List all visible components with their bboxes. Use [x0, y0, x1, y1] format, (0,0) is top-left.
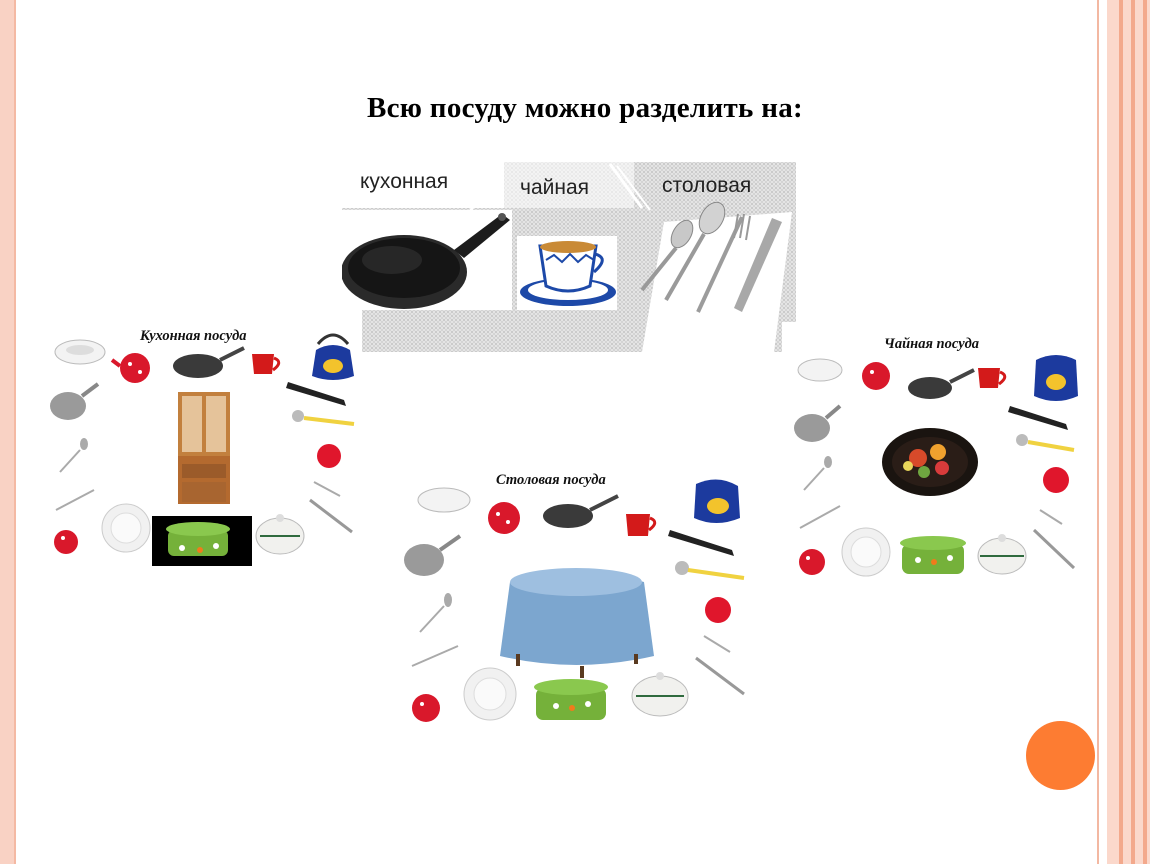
pan-icon: [173, 346, 245, 378]
right-frame-border: [1097, 0, 1150, 864]
knife-icon: [668, 530, 734, 556]
tableware-illustration: Столовая посуда: [400, 470, 750, 730]
saucepan-icon: [404, 534, 462, 576]
kitchen-cabinet-icon: [178, 392, 230, 504]
fork-icon: [799, 505, 841, 529]
blue-kettle-icon: [1034, 355, 1078, 401]
red-plate-icon: [1043, 467, 1069, 493]
slide-title: Всю посуду можно разделить на:: [366, 92, 804, 124]
ladle-icon: [292, 410, 355, 426]
frame-stripe: [1131, 0, 1135, 864]
knife-icon: [1008, 406, 1068, 430]
tableware-items: [404, 479, 745, 722]
spoon-icon: [419, 593, 452, 633]
fork-icon: [703, 635, 731, 653]
bowl-icon: [417, 487, 471, 513]
blue-kettle-icon: [312, 333, 354, 380]
tea-ware-items: [794, 355, 1078, 577]
saucepan-icon: [50, 382, 100, 420]
table-knife-icon: [695, 656, 745, 696]
painted-tray-icon: [882, 428, 978, 496]
red-plate-icon: [705, 597, 731, 623]
green-pot-icon: [534, 679, 608, 720]
category-label-kitchen: кухонная: [360, 170, 449, 193]
category-icons: [342, 201, 792, 352]
blue-kettle-icon: [694, 479, 740, 523]
fork-icon: [55, 489, 95, 511]
frying-pan-icon: [342, 210, 512, 310]
frame-stripe: [1119, 0, 1123, 864]
green-pot-icon: [900, 536, 966, 574]
tureen-icon: [977, 534, 1027, 575]
spoon-icon: [59, 438, 88, 473]
tureen-icon: [255, 514, 305, 555]
red-teapot-icon: [110, 353, 150, 383]
decorative-orange-circle: [1026, 721, 1095, 790]
categories-illustration: кухонная чайная столовая: [342, 162, 796, 352]
fork-icon: [1039, 509, 1063, 525]
red-teapot-icon: [862, 362, 890, 390]
fork-icon: [313, 481, 341, 497]
white-plate-icon: [101, 503, 151, 553]
sugar-bowl-icon: [799, 549, 825, 575]
white-plate-icon: [841, 527, 891, 577]
green-pot-icon: [152, 516, 252, 566]
category-label-table: столовая: [662, 174, 752, 197]
left-frame-border: [0, 0, 16, 864]
kitchen-ware-items: [50, 333, 355, 566]
tea-cup-icon: [517, 236, 617, 310]
ladle-icon: [675, 561, 745, 580]
red-plate-icon: [317, 444, 341, 468]
red-cup-icon: [626, 514, 657, 536]
ladle-icon: [1016, 434, 1075, 452]
pan-icon: [908, 368, 975, 399]
kitchen-ware-title: Кухонная посуда: [140, 328, 247, 344]
round-table-icon: [500, 568, 654, 678]
table-knife-icon: [309, 498, 353, 534]
category-separators: [342, 162, 796, 352]
frame-inner-line: [1097, 0, 1107, 864]
cutlery-icon: [640, 201, 792, 352]
sugar-bowl-icon: [412, 694, 440, 722]
knife-icon: [286, 382, 346, 406]
bowl-icon: [54, 339, 106, 365]
kitchen-ware-illustration: Кухонная посуда: [48, 322, 368, 572]
tea-ware-title: Чайная посуда: [884, 336, 980, 352]
category-label-tea: чайная: [520, 176, 589, 199]
frame-stripe: [1143, 0, 1147, 864]
tureen-icon: [631, 672, 689, 717]
red-cup-icon: [978, 368, 1007, 388]
saucepan-icon: [794, 404, 842, 442]
pan-icon: [543, 494, 619, 528]
bowl-icon: [797, 358, 843, 382]
tea-ware-illustration: Чайная посуда: [790, 334, 1090, 584]
red-teapot-icon: [488, 502, 520, 534]
red-cup-icon: [252, 354, 281, 374]
white-plate-icon: [463, 667, 517, 721]
spoon-icon: [803, 456, 832, 491]
sugar-bowl-icon: [54, 530, 78, 554]
fork-icon: [411, 645, 459, 667]
table-knife-icon: [1032, 528, 1076, 570]
tableware-title: Столовая посуда: [496, 472, 606, 488]
